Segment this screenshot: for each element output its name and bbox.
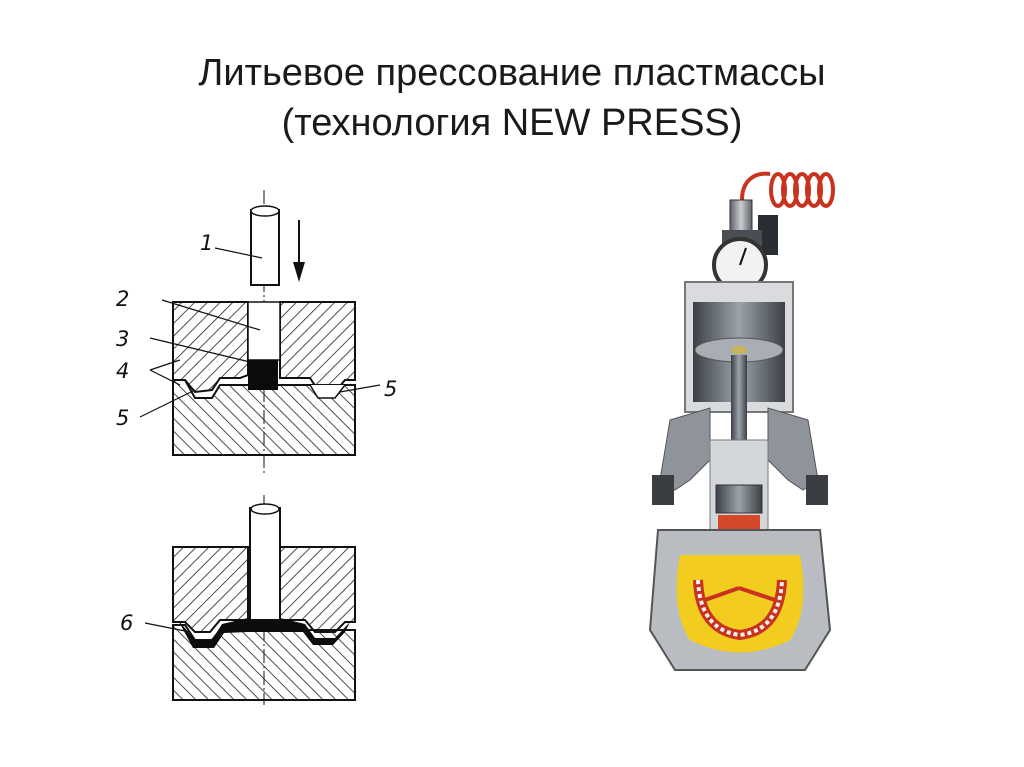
label-2: 2 (116, 287, 129, 311)
bottom-view: 6 (120, 495, 356, 705)
top-view: 1 2 3 4 5 5 (116, 190, 397, 475)
label-5-right: 5 (384, 377, 397, 401)
label-5-left: 5 (116, 406, 129, 430)
plunger-lowered (249, 507, 281, 621)
title-line-2: (технология NEW PRESS) (281, 102, 743, 144)
label-3: 3 (116, 327, 129, 351)
denture-mold (676, 555, 804, 653)
plunger (250, 209, 280, 286)
plastic-charge (248, 360, 278, 390)
slide-title: Литьевое прессование пластмассы (техноло… (0, 48, 1024, 148)
title-line-1: Литьевое прессование пластмассы (198, 52, 826, 94)
new-press-flask-illustration (648, 171, 835, 671)
molded-part (178, 618, 350, 648)
injection-press-schematic: 1 2 3 4 5 5 6 (116, 190, 397, 705)
label-1: 1 (200, 231, 213, 255)
air-hose (740, 171, 835, 208)
label-4: 4 (116, 359, 129, 383)
label-6: 6 (120, 611, 133, 635)
